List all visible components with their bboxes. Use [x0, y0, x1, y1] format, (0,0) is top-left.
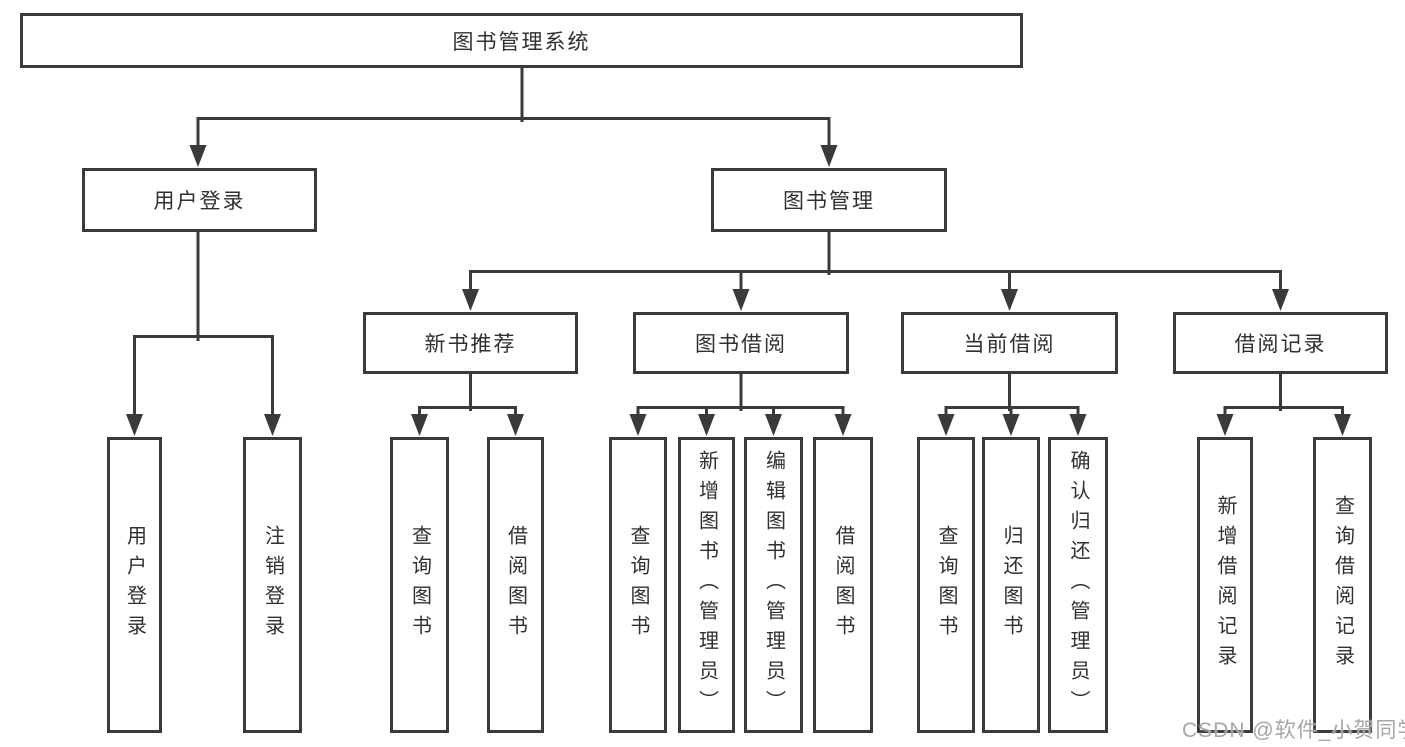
leaf-label: 确认归还（管理员） — [1067, 450, 1089, 720]
node-label: 图书管理系统 — [452, 30, 591, 54]
leaf-label: 编辑图书（管理员） — [762, 450, 785, 720]
arrow-down-icon — [126, 414, 143, 436]
leaf-label: 借阅图书 — [504, 525, 527, 645]
arrow-down-icon — [834, 414, 852, 436]
leaf-label: 查询借阅记录 — [1331, 495, 1354, 675]
node-label: 新书推荐 — [424, 333, 517, 356]
node-label: 图书借阅 — [695, 333, 787, 356]
leaf-label: 借阅图书 — [832, 525, 854, 645]
arrow-down-icon — [820, 145, 838, 167]
leaf-query-books-borrow: 查询图书 — [609, 437, 667, 733]
arrow-down-icon — [1334, 414, 1351, 436]
leaf-label: 查询图书 — [935, 525, 957, 645]
leaf-borrow-books: 借阅图书 — [813, 437, 873, 733]
node-new-book-recommend: 新书推荐 — [363, 312, 578, 374]
node-user-login: 用户登录 — [82, 168, 317, 232]
leaf-add-borrow-record: 新增借阅记录 — [1197, 437, 1253, 733]
arrow-down-icon — [698, 414, 715, 436]
watermark: CSDN @软件_小贺同学 — [1182, 719, 1405, 742]
leaf-label: 查询图书 — [627, 525, 649, 645]
leaf-query-books-current: 查询图书 — [917, 437, 975, 733]
leaf-borrow-books-recommend: 借阅图书 — [487, 437, 544, 733]
leaf-return-book: 归还图书 — [982, 437, 1040, 733]
leaf-label: 归还图书 — [1000, 525, 1022, 645]
node-borrow-records: 借阅记录 — [1173, 312, 1388, 374]
leaf-logout: 注销登录 — [243, 437, 302, 733]
arrow-down-icon — [507, 414, 524, 436]
leaf-query-books-recommend: 查询图书 — [390, 437, 449, 733]
arrow-down-icon — [1001, 289, 1018, 311]
arrow-down-icon — [1216, 414, 1234, 436]
node-label: 借阅记录 — [1234, 333, 1327, 356]
arrowhead-icons — [126, 145, 1351, 436]
node-current-borrow: 当前借阅 — [901, 312, 1118, 374]
arrow-down-icon — [462, 289, 479, 311]
arrow-down-icon — [189, 145, 207, 167]
leaf-label: 新增图书（管理员） — [695, 450, 718, 720]
node-label: 当前借阅 — [963, 333, 1056, 356]
arrow-down-icon — [732, 289, 750, 311]
node-label: 用户登录 — [153, 190, 246, 213]
leaf-label: 注销登录 — [261, 525, 284, 645]
leaf-label: 新增借阅记录 — [1214, 495, 1236, 675]
leaf-confirm-return-admin: 确认归还（管理员） — [1048, 437, 1108, 733]
leaf-label: 用户登录 — [123, 525, 146, 645]
arrow-down-icon — [629, 414, 647, 436]
node-book-management: 图书管理 — [711, 168, 947, 232]
leaf-label: 查询图书 — [408, 525, 431, 645]
leaf-edit-book-admin: 编辑图书（管理员） — [744, 437, 803, 733]
arrow-down-icon — [937, 414, 955, 436]
leaf-user-login: 用户登录 — [107, 437, 162, 733]
arrow-down-icon — [1272, 289, 1289, 311]
arrow-down-icon — [765, 414, 782, 436]
leaf-query-borrow-record: 查询借阅记录 — [1313, 437, 1372, 733]
node-label: 图书管理 — [783, 190, 875, 213]
arrow-down-icon — [1002, 414, 1020, 436]
node-library-system: 图书管理系统 — [20, 13, 1023, 68]
arrow-down-icon — [411, 414, 428, 436]
leaf-add-book-admin: 新增图书（管理员） — [678, 437, 735, 733]
arrow-down-icon — [1069, 414, 1087, 436]
arrow-down-icon — [264, 414, 281, 436]
node-book-borrow: 图书借阅 — [633, 312, 849, 374]
